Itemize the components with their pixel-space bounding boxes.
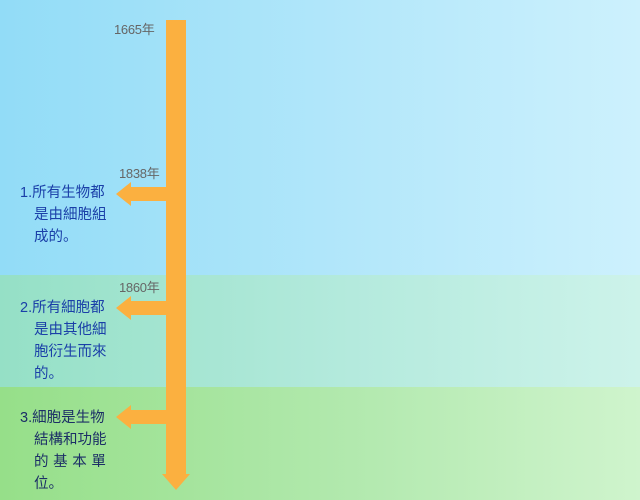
branch-arrow-2 <box>116 296 166 320</box>
event-line: 結構和功能 <box>34 432 107 448</box>
event-note-3: 3.細胞是生物 結構和功能 的 基 本 單 位。 <box>20 407 120 495</box>
event-note-2: 2.所有細胞都 是由其他細 胞衍生而來 的。 <box>20 297 120 385</box>
branch-arrow-3 <box>116 405 166 429</box>
background-band-1 <box>0 0 640 275</box>
background-band-2 <box>0 275 640 387</box>
event-line: 細胞是生物 <box>32 410 105 426</box>
timeline-main-arrow <box>162 20 190 490</box>
event-line: 的 基 本 單 <box>34 454 106 470</box>
event-number: 3. <box>20 410 33 426</box>
event-line: 是由細胞組 <box>34 207 107 223</box>
event-line: 所有細胞都 <box>32 300 105 316</box>
event-line: 的。 <box>34 366 63 382</box>
event-line: 是由其他細 <box>34 322 107 338</box>
event-note-1: 1.所有生物都 是由細胞組 成的。 <box>20 182 120 248</box>
branch-arrow-1 <box>116 182 166 206</box>
year-label-1838: 1838年 <box>119 166 160 181</box>
event-line: 位。 <box>34 476 63 492</box>
event-number: 2. <box>20 300 33 316</box>
event-line: 胞衍生而來 <box>34 344 107 360</box>
year-label-1860: 1860年 <box>119 280 160 295</box>
event-line: 所有生物都 <box>32 185 105 201</box>
event-line: 成的。 <box>34 229 78 245</box>
background-band-3 <box>0 387 640 500</box>
year-label-1665: 1665年 <box>114 22 155 37</box>
event-number: 1. <box>20 185 33 201</box>
